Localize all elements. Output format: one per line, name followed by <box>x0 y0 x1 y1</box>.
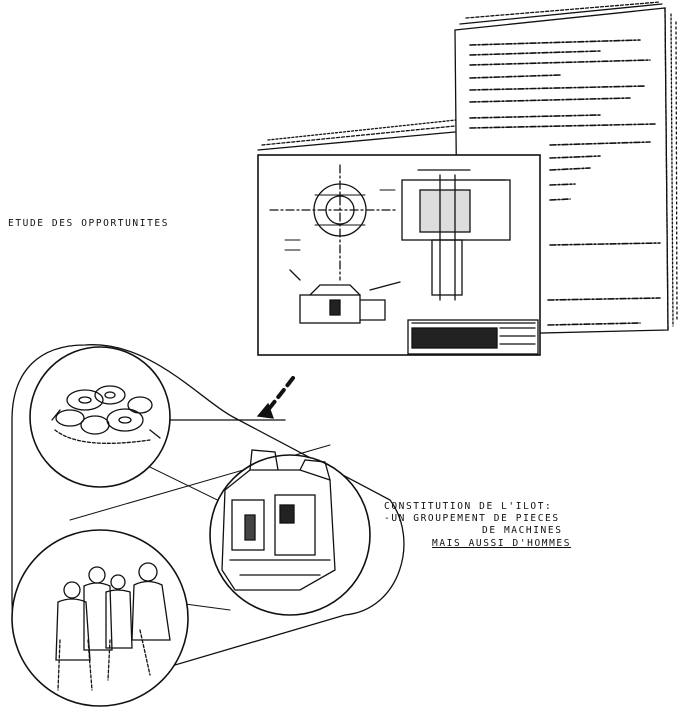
technical-drawing-icon <box>258 155 540 355</box>
constitution-line-4: MAIS AUSSI D'HOMMES <box>432 538 571 549</box>
people-circle <box>12 530 188 706</box>
constitution-line-2: -UN GROUPEMENT DE PIECES <box>384 513 560 524</box>
etude-opportunites-label: ETUDE DES OPPORTUNITES <box>8 218 169 229</box>
constitution-line-3: DE MACHINES <box>482 525 563 536</box>
constitution-line-1: CONSTITUTION DE L'ILOT: <box>384 501 552 512</box>
arrow-icon <box>258 378 293 418</box>
